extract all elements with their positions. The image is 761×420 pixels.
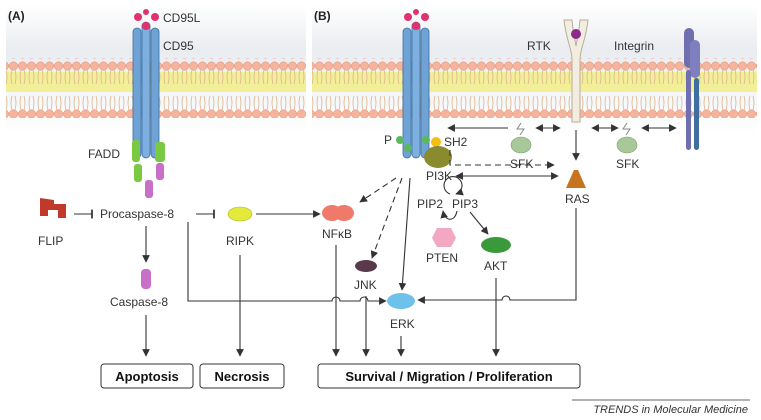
receptor-to-ras-dashed [449,150,555,169]
nfkb-protein [322,205,354,221]
pip3-label: PIP3 [452,197,478,211]
fadd-domain [132,140,165,198]
survival-label: Survival / Migration / Proliferation [345,369,552,384]
receptor-to-jnk [370,177,403,259]
pi3k-protein [424,146,452,168]
receptor-to-erk [398,177,411,291]
pten-label: PTEN [426,251,458,265]
apoptosis-label: Apoptosis [115,369,179,384]
panel-a-label: (A) [8,9,25,23]
sfk-right-protein [616,136,638,154]
nfkb-label: NFκB [322,227,352,241]
necrosis-box [199,363,285,389]
integrin-label: Integrin [614,39,654,53]
ras-protein [566,170,586,188]
akt-label: AKT [484,259,508,273]
p-label: P [384,133,392,147]
phospho-sites [396,136,430,152]
necrosis-label: Necrosis [215,369,270,384]
sfk-left-protein [510,136,532,154]
flip-label: FLIP [38,234,63,248]
sfk-right-label: SFK [616,157,639,171]
integrin-receptor [684,28,700,150]
receptor-to-nfkb [359,177,397,203]
flip-protein [40,198,66,218]
akt-protein [481,237,511,253]
rtk-label: RTK [527,39,551,53]
cd95-label: CD95 [163,39,194,53]
procaspase8-label: Procaspase-8 [100,207,174,221]
caspase8-protein [141,269,151,289]
pip2-to-pip3 [443,176,464,196]
pi3k-label: PI3K [426,169,452,183]
erk-protein [387,293,415,309]
pip3-to-pip2 [440,210,458,220]
pten-protein [432,228,456,247]
rtk-receptor [563,19,589,123]
survival-box [317,363,581,389]
cd95l-ligand-a [134,9,159,30]
pip2-label: PIP2 [417,197,443,211]
sh2-label: SH2 [444,135,468,149]
ripk-label: RIPK [226,234,254,248]
cd95l-ligand-b [404,9,429,30]
ras-to-erk [417,208,577,304]
sfk-left-label: SFK [510,157,533,171]
cd95-receptor-b [402,21,430,159]
procaspase8-to-erk [187,222,387,305]
sfk-right-activation [622,122,631,136]
panel-b-label: (B) [314,9,331,23]
pip3-to-akt [469,211,489,235]
fadd-label: FADD [88,147,120,161]
apoptosis-box [100,363,194,389]
jnk-protein [355,260,377,272]
sfk-left-activation [516,122,525,136]
caspase8-label: Caspase-8 [110,295,168,309]
sh2-domain [431,137,441,147]
ripk-protein [227,206,253,222]
cd95l-label: CD95L [163,11,201,25]
cd95-receptor-a [132,21,160,159]
jnk-label: JNK [354,278,377,292]
erk-label: ERK [390,317,415,331]
ras-label: RAS [565,192,590,206]
source-label: TRENDS in Molecular Medicine [593,404,748,416]
